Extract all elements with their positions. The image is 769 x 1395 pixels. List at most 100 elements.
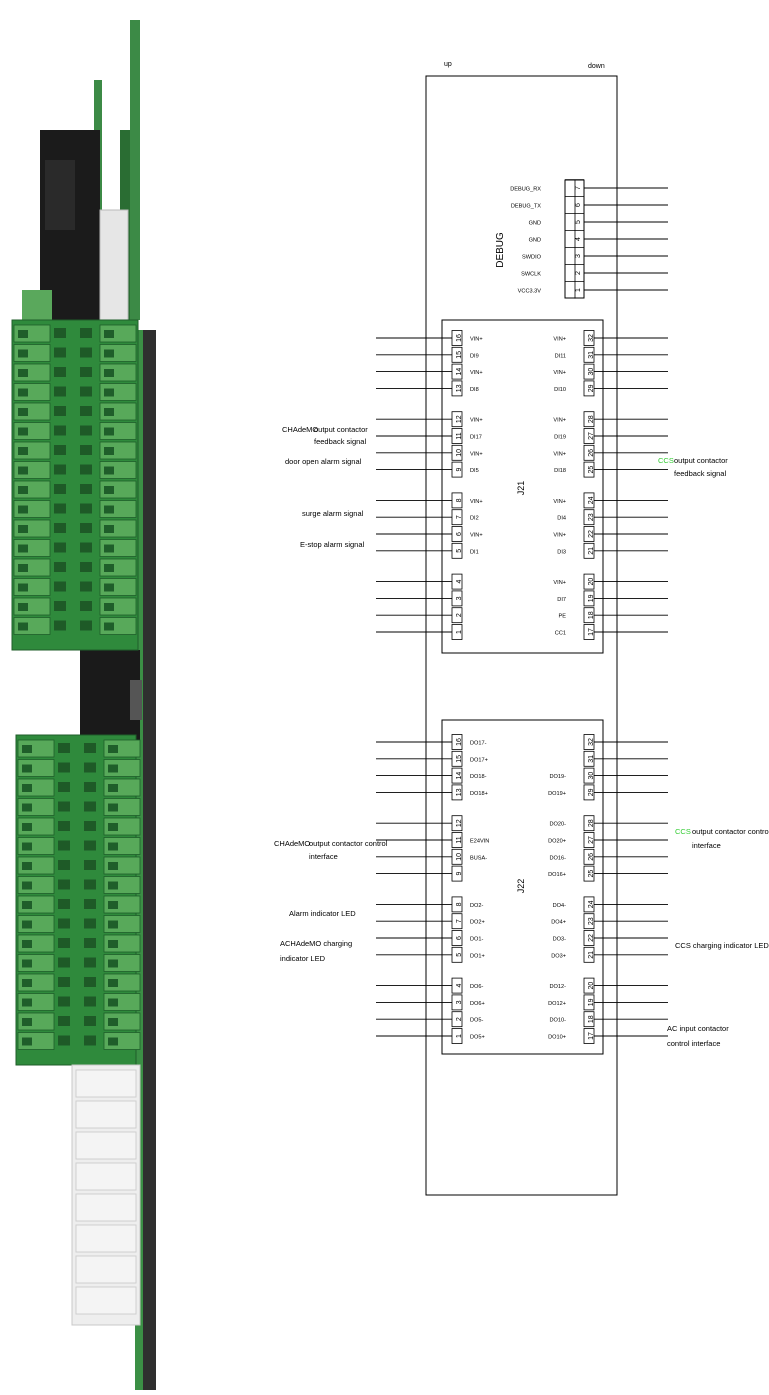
j22-pin-label: DO6-: [470, 984, 484, 990]
ccs-led-label: CCS charging indicator LED: [675, 941, 769, 950]
j22-pin-label: DO4+: [551, 920, 566, 926]
terminal-screw: [104, 369, 114, 377]
terminal-gap: [54, 425, 66, 436]
j22-pin-number: 13: [456, 788, 463, 796]
terminal-gap: [58, 879, 70, 890]
j22-pin-label: DO19+: [548, 791, 566, 797]
terminal-gap: [80, 464, 92, 475]
terminal-gap: [80, 425, 92, 436]
relay: [75, 1162, 137, 1191]
j21-pin-number: 17: [588, 628, 595, 636]
j21-pin-number: 7: [456, 515, 463, 519]
terminal-screw: [22, 842, 32, 851]
terminal-screw: [108, 1018, 118, 1026]
ccs-out-ctrl-line1: output contactor control: [692, 827, 769, 836]
debug-pin-number: 3: [575, 254, 582, 258]
relay: [75, 1131, 137, 1160]
j21-pin-number: 18: [588, 611, 595, 619]
terminal-gap: [58, 996, 70, 1007]
terminal-gap: [58, 957, 70, 968]
chademo-out-feedback-line1: output contactor: [314, 425, 368, 434]
terminal-screw: [104, 388, 114, 397]
j21-pin-24: 24VIN+: [553, 492, 668, 509]
terminal-screw: [104, 505, 114, 514]
terminal-gap: [84, 860, 96, 870]
terminal-screw: [18, 505, 28, 514]
j22-pin-number: 19: [588, 998, 595, 1006]
debug-pin-label: SWCLK: [521, 272, 541, 278]
down-label: down: [588, 63, 605, 70]
j21-pin-number: 22: [588, 530, 595, 538]
terminal-gap: [54, 386, 66, 397]
terminal-gap: [80, 406, 92, 416]
j21-pin-number: 16: [456, 334, 463, 342]
debug-pin-number: 6: [575, 203, 582, 207]
terminal-screw: [22, 764, 32, 773]
relay: [75, 1069, 137, 1098]
j22-pin-number: 24: [588, 900, 595, 908]
board-outline: [425, 75, 618, 1196]
j22-pin-label: DO2+: [470, 920, 485, 926]
j22-pin-9: 9: [376, 865, 463, 882]
j21-pin-label: DI7: [557, 597, 566, 603]
terminal-gap: [84, 782, 96, 792]
door-open-alarm-label: door open alarm signal: [285, 457, 362, 466]
j21-pin-number: 3: [456, 596, 463, 600]
terminal-screw: [108, 842, 118, 851]
j21-pin-number: 24: [588, 496, 595, 504]
j22-pin-number: 14: [456, 772, 463, 780]
j21-pin-number: 4: [456, 580, 463, 584]
j22-pin-number: 4: [456, 984, 463, 988]
terminal-gap: [84, 996, 96, 1007]
j21-pin-label: DI19: [554, 435, 566, 441]
terminal-screw: [22, 1037, 32, 1046]
j22-pin-label: DO3-: [553, 937, 567, 943]
j22-pin-number: 30: [588, 772, 595, 780]
terminal-screw: [108, 745, 118, 753]
j22-pin-number: 12: [456, 819, 463, 827]
terminal-screw: [104, 447, 114, 455]
terminal-screw: [104, 466, 114, 475]
j22-pin-31: 31: [583, 750, 668, 767]
terminal-gap: [84, 1035, 96, 1046]
terminal-screw: [18, 603, 28, 611]
j22-pin-label: DO3+: [551, 953, 566, 959]
terminal-gap: [80, 386, 92, 397]
terminal-gap: [54, 542, 66, 553]
j22-pin-number: 25: [588, 870, 595, 878]
terminal-screw: [108, 940, 118, 948]
terminal-screw: [22, 803, 32, 812]
terminal-screw: [108, 881, 118, 890]
j22-pin-label: DO19-: [550, 774, 567, 780]
terminal-gap: [84, 957, 96, 968]
terminal-screw: [18, 583, 28, 592]
terminal-gap: [54, 406, 66, 416]
j21-pin-number: 2: [456, 613, 463, 617]
j22-pin-number: 1: [456, 1034, 463, 1038]
terminal-gap: [58, 743, 70, 753]
terminal-gap: [54, 328, 66, 338]
j22-pin-label: DO10+: [548, 1035, 566, 1041]
j21-pin-4: 4: [376, 573, 463, 590]
terminal-screw: [108, 784, 118, 792]
terminal-screw: [22, 920, 32, 929]
terminal-block-bottom: [17, 739, 141, 1050]
j22-pin-number: 20: [588, 982, 595, 990]
debug-pin-number: 2: [575, 271, 582, 275]
terminal-gap: [80, 328, 92, 338]
